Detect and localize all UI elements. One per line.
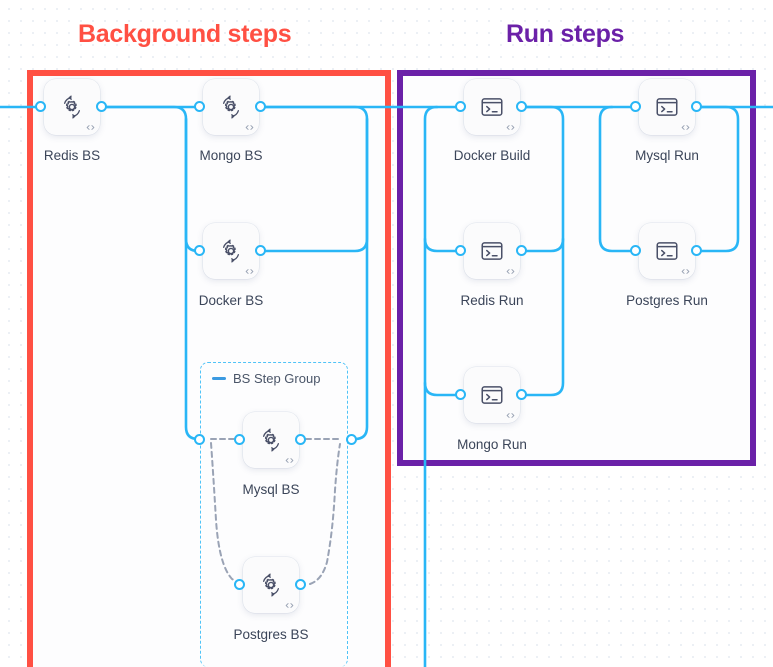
- background-steps-title: Background steps: [78, 20, 292, 48]
- node-label-postgres-bs: Postgres BS: [233, 627, 309, 642]
- collapse-dash-icon[interactable]: [212, 377, 226, 380]
- node-postgres-run[interactable]: [639, 223, 695, 279]
- bs-step-group-container[interactable]: [200, 362, 348, 667]
- terminal-icon: [481, 242, 503, 260]
- node-docker-build[interactable]: [464, 79, 520, 135]
- code-badge-icon[interactable]: [86, 123, 95, 132]
- node-label-mysql-bs: Mysql BS: [242, 482, 300, 497]
- node-redis-bs[interactable]: [44, 79, 100, 135]
- port-redis-bs-in[interactable]: [35, 101, 46, 112]
- node-label-redis-bs: Redis BS: [43, 148, 101, 163]
- node-label-redis-run: Redis Run: [460, 293, 524, 308]
- node-label-docker-build: Docker Build: [453, 148, 531, 163]
- node-redis-run[interactable]: [464, 223, 520, 279]
- port-mongo-run-out[interactable]: [516, 389, 527, 400]
- run-steps-title: Run steps: [506, 20, 625, 48]
- terminal-icon: [656, 98, 678, 116]
- code-badge-icon[interactable]: [506, 267, 515, 276]
- port-mongo-bs-out[interactable]: [255, 101, 266, 112]
- port-postgres-run-in[interactable]: [630, 245, 641, 256]
- port-docker-bs-in[interactable]: [194, 245, 205, 256]
- node-mongo-run[interactable]: [464, 367, 520, 423]
- code-badge-icon[interactable]: [681, 123, 690, 132]
- node-docker-bs[interactable]: [203, 223, 259, 279]
- port-redis-run-out[interactable]: [516, 245, 527, 256]
- gear-sync-icon: [222, 95, 240, 119]
- code-badge-icon[interactable]: [245, 267, 254, 276]
- terminal-icon: [656, 242, 678, 260]
- port-postgres-bs-out[interactable]: [295, 579, 306, 590]
- terminal-icon: [481, 386, 503, 404]
- node-label-mysql-run: Mysql Run: [635, 148, 699, 163]
- code-badge-icon[interactable]: [681, 267, 690, 276]
- code-badge-icon[interactable]: [285, 601, 294, 610]
- node-label-docker-bs: Docker BS: [198, 293, 264, 308]
- gear-sync-icon: [262, 573, 280, 597]
- node-label-postgres-run: Postgres Run: [626, 293, 708, 308]
- terminal-icon: [481, 98, 503, 116]
- code-badge-icon[interactable]: [245, 123, 254, 132]
- code-badge-icon[interactable]: [285, 456, 294, 465]
- port-mongo-bs-in[interactable]: [194, 101, 205, 112]
- gear-sync-icon: [262, 428, 280, 452]
- node-mysql-bs[interactable]: [243, 412, 299, 468]
- port-mongo-run-in[interactable]: [455, 389, 466, 400]
- port-step-group-in[interactable]: [194, 434, 205, 445]
- port-mysql-run-in[interactable]: [630, 101, 641, 112]
- node-label-mongo-run: Mongo Run: [457, 437, 527, 452]
- node-mongo-bs[interactable]: [203, 79, 259, 135]
- bs-step-group-label: BS Step Group: [233, 371, 321, 386]
- port-mysql-bs-in[interactable]: [234, 434, 245, 445]
- port-postgres-run-out[interactable]: [691, 245, 702, 256]
- port-docker-bs-out[interactable]: [255, 245, 266, 256]
- port-mysql-run-out[interactable]: [691, 101, 702, 112]
- node-mysql-run[interactable]: [639, 79, 695, 135]
- port-step-group-out[interactable]: [346, 434, 357, 445]
- port-docker-build-out[interactable]: [516, 101, 527, 112]
- bs-step-group-header: BS Step Group: [212, 371, 320, 386]
- port-postgres-bs-in[interactable]: [234, 579, 245, 590]
- code-badge-icon[interactable]: [506, 411, 515, 420]
- gear-sync-icon: [63, 95, 81, 119]
- port-redis-bs-out[interactable]: [96, 101, 107, 112]
- node-label-mongo-bs: Mongo BS: [199, 148, 263, 163]
- code-badge-icon[interactable]: [506, 123, 515, 132]
- run-steps-boundary: [397, 70, 756, 466]
- port-redis-run-in[interactable]: [455, 245, 466, 256]
- port-mysql-bs-out[interactable]: [295, 434, 306, 445]
- gear-sync-icon: [222, 239, 240, 263]
- port-docker-build-in[interactable]: [455, 101, 466, 112]
- node-postgres-bs[interactable]: [243, 557, 299, 613]
